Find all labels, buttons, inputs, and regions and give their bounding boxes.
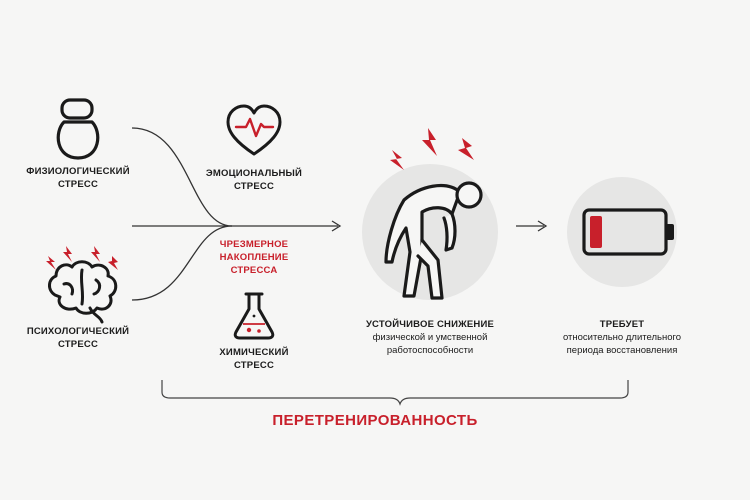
emotional-stress-label: ЭМОЦИОНАЛЬНЫЙ СТРЕСС (196, 167, 312, 193)
recovery-line2: периода восстановления (566, 345, 678, 356)
brain-icon (46, 246, 118, 324)
battery-charge-level (590, 216, 602, 248)
flow-line-psychological (131, 225, 233, 301)
exhausted-person-icon (362, 128, 498, 300)
recovery-label: ТРЕБУЕТ относительно длительного периода… (540, 318, 704, 357)
flow-line-physiological (131, 127, 233, 227)
fatigue-sparks (390, 128, 474, 170)
emotional-line1: ЭМОЦИОНАЛЬНЫЙ (205, 168, 303, 179)
result-title: УСТОЙЧИВОЕ СНИЖЕНИЕ (365, 319, 495, 330)
emotional-line2: СТРЕСС (233, 181, 275, 192)
psychological-line1: ПСИХОЛОГИЧЕСКИЙ (26, 326, 130, 337)
chemical-line1: ХИМИЧЕСКИЙ (219, 347, 289, 358)
accumulation-line3: СТРЕССА (230, 265, 278, 276)
result-line2: работоспособности (386, 345, 474, 356)
recovery-title: ТРЕБУЕТ (599, 319, 645, 330)
summary-bracket (161, 380, 629, 406)
accumulation-line1: ЧРЕЗМЕРНОЕ (219, 239, 289, 250)
result-line1: физической и умственной (372, 332, 488, 343)
accumulation-label: ЧРЕЗМЕРНОЕ НАКОПЛЕНИЕ СТРЕССА (196, 238, 312, 277)
physiological-stress-label: ФИЗИОЛОГИЧЕСКИЙ СТРЕСС (18, 165, 138, 191)
recovery-line1: относительно длительного (562, 332, 682, 343)
psychological-stress-label: ПСИХОЛОГИЧЕСКИЙ СТРЕСС (16, 325, 140, 351)
flow-arrowhead-recovery (537, 220, 548, 232)
low-battery-icon (567, 177, 677, 287)
heart-pulse-icon (226, 104, 282, 156)
physiological-line1: ФИЗИОЛОГИЧЕСКИЙ (26, 166, 130, 177)
physiological-line2: СТРЕСС (57, 179, 99, 190)
summary-title: ПЕРЕТРЕНИРОВАННОСТЬ (272, 412, 478, 429)
result-label: УСТОЙЧИВОЕ СНИЖЕНИЕ физической и умствен… (350, 318, 510, 357)
psychological-line2: СТРЕСС (57, 339, 99, 350)
flow-arrowhead (331, 220, 342, 232)
flask-icon (233, 292, 275, 340)
chemical-stress-label: ХИМИЧЕСКИЙ СТРЕСС (196, 346, 312, 372)
accumulation-line2: НАКОПЛЕНИЕ (219, 252, 289, 263)
battery-backdrop (567, 177, 677, 287)
kettlebell-icon (56, 98, 100, 160)
flow-lines (131, 127, 548, 301)
chemical-line2: СТРЕСС (233, 360, 275, 371)
stress-sparks (46, 246, 118, 270)
